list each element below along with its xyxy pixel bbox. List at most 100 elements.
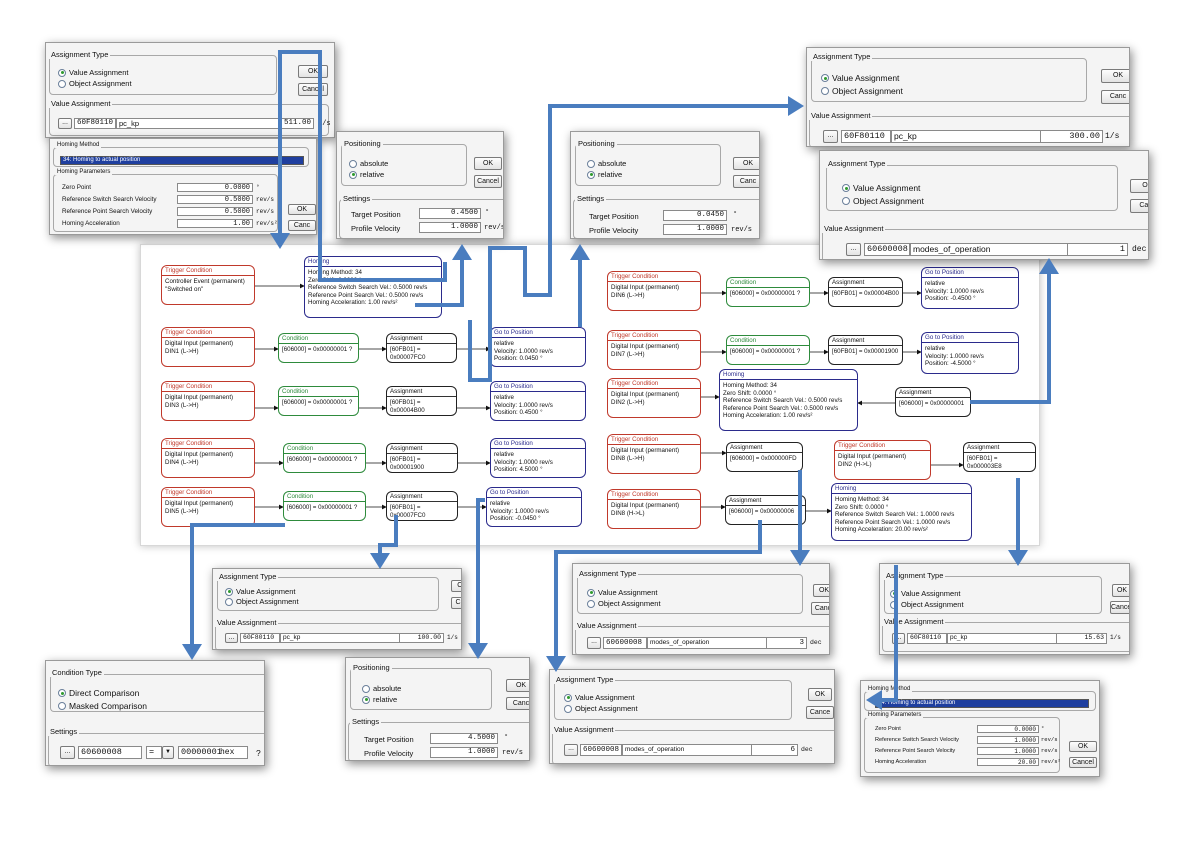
condition-node-5[interactable]: Condition[606000] = 0x00000001 ? bbox=[726, 277, 810, 307]
browse-object-button[interactable]: ... bbox=[225, 633, 238, 643]
object-assignment-radio[interactable]: Object Assignment bbox=[564, 704, 638, 713]
browse-object-button[interactable]: ... bbox=[564, 744, 578, 756]
value-field[interactable]: 6 bbox=[752, 744, 798, 756]
operator-select[interactable]: = bbox=[146, 746, 162, 759]
assignment-node-1[interactable]: Assignment[60FB01] = 0x00007FC0 bbox=[386, 333, 457, 363]
object-assignment-radio[interactable]: Object Assignment bbox=[225, 597, 299, 606]
ok-button[interactable]: OK bbox=[506, 679, 529, 692]
cancel-button[interactable]: Canc bbox=[811, 602, 829, 615]
object-assignment-radio[interactable]: Object Assignment bbox=[587, 599, 661, 608]
assignment-node-8[interactable]: Assignment[606000] = 0x000000FD bbox=[726, 442, 803, 472]
absolute-radio[interactable]: absolute bbox=[349, 159, 388, 168]
value-assignment-radio[interactable]: Value Assignment bbox=[890, 589, 960, 598]
homing-method-select[interactable]: 34: Homing to actual position bbox=[875, 699, 1089, 708]
object-index-field[interactable]: 60F80110 bbox=[841, 130, 891, 143]
ref-switch-velocity-field[interactable]: 0.5000 bbox=[177, 195, 253, 204]
value-field[interactable]: 511.00 bbox=[196, 118, 314, 129]
value-assignment-radio[interactable]: Value Assignment bbox=[587, 588, 657, 597]
browse-object-button[interactable]: ... bbox=[892, 633, 905, 644]
object-index-field[interactable]: 60600008 bbox=[78, 746, 142, 759]
value-field[interactable]: 1 bbox=[1068, 243, 1128, 256]
object-assignment-radio[interactable]: Object Assignment bbox=[842, 196, 924, 206]
condition-node-6[interactable]: Condition[606000] = 0x00000001 ? bbox=[726, 335, 810, 365]
cancel-button[interactable]: Canc bbox=[733, 175, 759, 188]
target-position-field[interactable]: 0.0450 bbox=[663, 210, 727, 221]
browse-object-button[interactable]: ... bbox=[823, 130, 838, 143]
condition-node-2[interactable]: Condition[606000] = 0x00000001 ? bbox=[278, 386, 359, 416]
ok-button[interactable]: OK bbox=[474, 157, 502, 170]
assignment-node-5[interactable]: Assignment[60FB01] = 0x00004B00 bbox=[828, 277, 903, 307]
masked-comparison-radio[interactable]: Masked Comparison bbox=[58, 701, 147, 711]
cancel-button[interactable]: Canc bbox=[506, 697, 529, 710]
absolute-radio[interactable]: absolute bbox=[362, 684, 401, 693]
homing-acceleration-field[interactable]: 20.00 bbox=[977, 758, 1039, 766]
assignment-node-9[interactable]: Assignment[60FB01] = 0x000003E8 bbox=[963, 442, 1036, 472]
cancel-button[interactable]: Canc bbox=[1101, 90, 1129, 104]
ok-button[interactable]: O bbox=[451, 580, 461, 592]
ref-point-velocity-field[interactable]: 1.0000 bbox=[977, 747, 1039, 755]
ok-button[interactable]: OK bbox=[298, 65, 328, 78]
browse-object-button[interactable]: ... bbox=[846, 243, 861, 256]
value-assignment-radio[interactable]: Value Assignment bbox=[58, 68, 128, 77]
object-index-field[interactable]: 60600008 bbox=[864, 243, 910, 256]
homing-method-select[interactable]: 34: Homing to actual position bbox=[60, 156, 304, 165]
condition-node-4[interactable]: Condition[606000] = 0x00000001 ? bbox=[283, 491, 366, 521]
profile-velocity-field[interactable]: 1.0000 bbox=[430, 747, 498, 758]
browse-object-button[interactable]: ... bbox=[587, 637, 601, 649]
relative-radio[interactable]: relative bbox=[362, 695, 397, 704]
value-assignment-radio[interactable]: Value Assignment bbox=[564, 693, 634, 702]
target-position-field[interactable]: 0.4500 bbox=[419, 208, 481, 219]
browse-object-button[interactable]: ... bbox=[60, 746, 75, 759]
ok-button[interactable]: O bbox=[1130, 179, 1148, 193]
absolute-radio[interactable]: absolute bbox=[587, 159, 626, 168]
browse-object-button[interactable]: ... bbox=[58, 118, 72, 129]
ok-button[interactable]: OK bbox=[1112, 584, 1129, 597]
value-field[interactable]: 100.00 bbox=[400, 633, 444, 643]
direct-comparison-radio[interactable]: Direct Comparison bbox=[58, 688, 139, 698]
value-field[interactable]: 300.00 bbox=[1041, 130, 1103, 143]
assignment-node-3[interactable]: Assignment[60FB01] = 0x00001900 bbox=[386, 443, 458, 473]
value-assignment-radio[interactable]: Value Assignment bbox=[842, 183, 920, 193]
assignment-node-6[interactable]: Assignment[60FB01] = 0x00001900 bbox=[828, 335, 903, 365]
ok-button[interactable]: OK bbox=[808, 688, 832, 701]
condition-node-1[interactable]: Condition[606000] = 0x00000001 ? bbox=[278, 333, 359, 363]
assignment-node-7[interactable]: Assignment[606000] = 0x00000001 bbox=[895, 387, 971, 417]
profile-velocity-field[interactable]: 1.0000 bbox=[419, 222, 481, 233]
profile-velocity-field[interactable]: 1.0000 bbox=[663, 224, 727, 235]
relative-radio[interactable]: relative bbox=[587, 170, 622, 179]
cancel-button[interactable]: Cancel bbox=[1069, 757, 1097, 768]
cancel-button[interactable]: Canc bbox=[288, 220, 316, 231]
cancel-button[interactable]: Cance bbox=[806, 706, 834, 719]
help-icon[interactable]: ? bbox=[256, 748, 261, 758]
chevron-down-icon[interactable]: ▼ bbox=[162, 746, 174, 759]
cancel-button[interactable]: Cancel bbox=[298, 83, 328, 96]
object-index-field[interactable]: 60F80110 bbox=[240, 633, 280, 643]
condition-node-3[interactable]: Condition[606000] = 0x00000001 ? bbox=[283, 443, 366, 473]
object-index-field[interactable]: 60F80110 bbox=[74, 118, 116, 129]
zero-point-field[interactable]: 0.0000 bbox=[177, 183, 253, 192]
value-assignment-radio[interactable]: Value Assignment bbox=[225, 587, 295, 596]
ok-button[interactable]: OK bbox=[813, 584, 829, 597]
homing-acceleration-field[interactable]: 1.00 bbox=[177, 219, 253, 228]
value-field[interactable]: 3 bbox=[767, 637, 807, 649]
cancel-button[interactable]: Cance bbox=[1110, 601, 1129, 614]
object-index-field[interactable]: 60600008 bbox=[603, 637, 647, 649]
ok-button[interactable]: OK bbox=[1069, 741, 1097, 752]
ref-point-velocity-field[interactable]: 0.5000 bbox=[177, 207, 253, 216]
assignment-node-10[interactable]: Assignment[606000] = 0x00000006 bbox=[725, 495, 806, 525]
